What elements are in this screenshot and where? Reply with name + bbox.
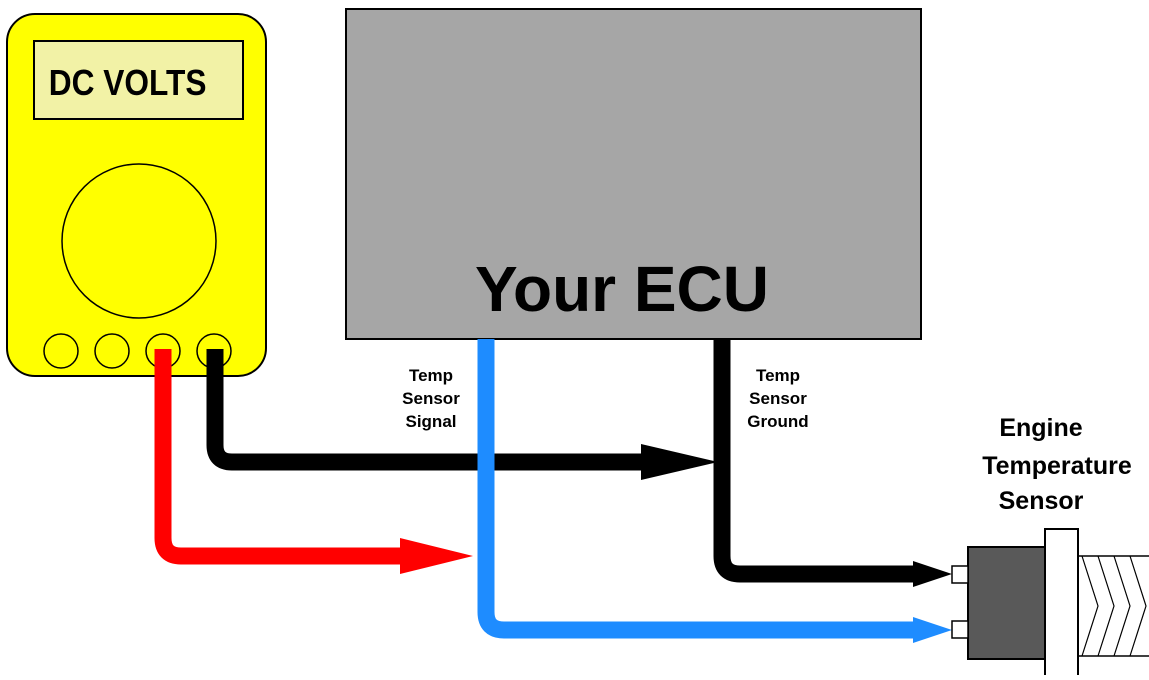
sensor-body (967, 546, 1046, 660)
sensor-thread-lines (1081, 555, 1099, 657)
engine-temperature-sensor: Engine Temperature Sensor (951, 414, 1149, 678)
multimeter-jack-2[interactable] (94, 333, 130, 369)
ground-wire (713, 339, 925, 583)
ground-wire-arrowhead (913, 561, 952, 587)
black-probe-lead (206, 349, 650, 471)
signal-wire (477, 339, 925, 639)
signal-wire-label-line-1: Temp (409, 366, 453, 385)
sensor-signal-pin (951, 620, 969, 639)
ecu-box (345, 8, 922, 340)
sensor-label-line-2: Temperature (982, 452, 1132, 480)
black-probe-arrowhead (641, 444, 718, 480)
sensor-thread-lines-2 (1097, 555, 1115, 657)
ecu: Your ECU (345, 8, 922, 340)
multimeter: DC VOLTS (6, 13, 267, 377)
ground-wire-label-line-3: Ground (747, 412, 808, 431)
sensor-flange (1044, 528, 1079, 678)
multimeter-display (33, 40, 244, 120)
signal-wire-label-line-2: Sensor (402, 389, 460, 408)
multimeter-dial[interactable] (61, 163, 217, 319)
sensor-label-line-3: Sensor (999, 487, 1084, 515)
sensor-thread-lines-3 (1113, 555, 1131, 657)
sensor-label-line-1: Engine (999, 414, 1082, 442)
signal-wire-label-line-3: Signal (405, 412, 456, 431)
signal-wire-arrowhead (913, 617, 952, 643)
sensor-ground-pin (951, 565, 969, 584)
ground-wire-label-line-1: Temp (756, 366, 800, 385)
multimeter-display-text: DC VOLTS (49, 63, 207, 103)
red-probe-arrowhead (400, 538, 473, 574)
sensor-thread-lines-4 (1129, 555, 1147, 657)
ground-wire-label-line-2: Sensor (749, 389, 807, 408)
red-probe-lead (154, 349, 410, 565)
ecu-label: Your ECU (475, 253, 769, 325)
multimeter-jack-1[interactable] (43, 333, 79, 369)
